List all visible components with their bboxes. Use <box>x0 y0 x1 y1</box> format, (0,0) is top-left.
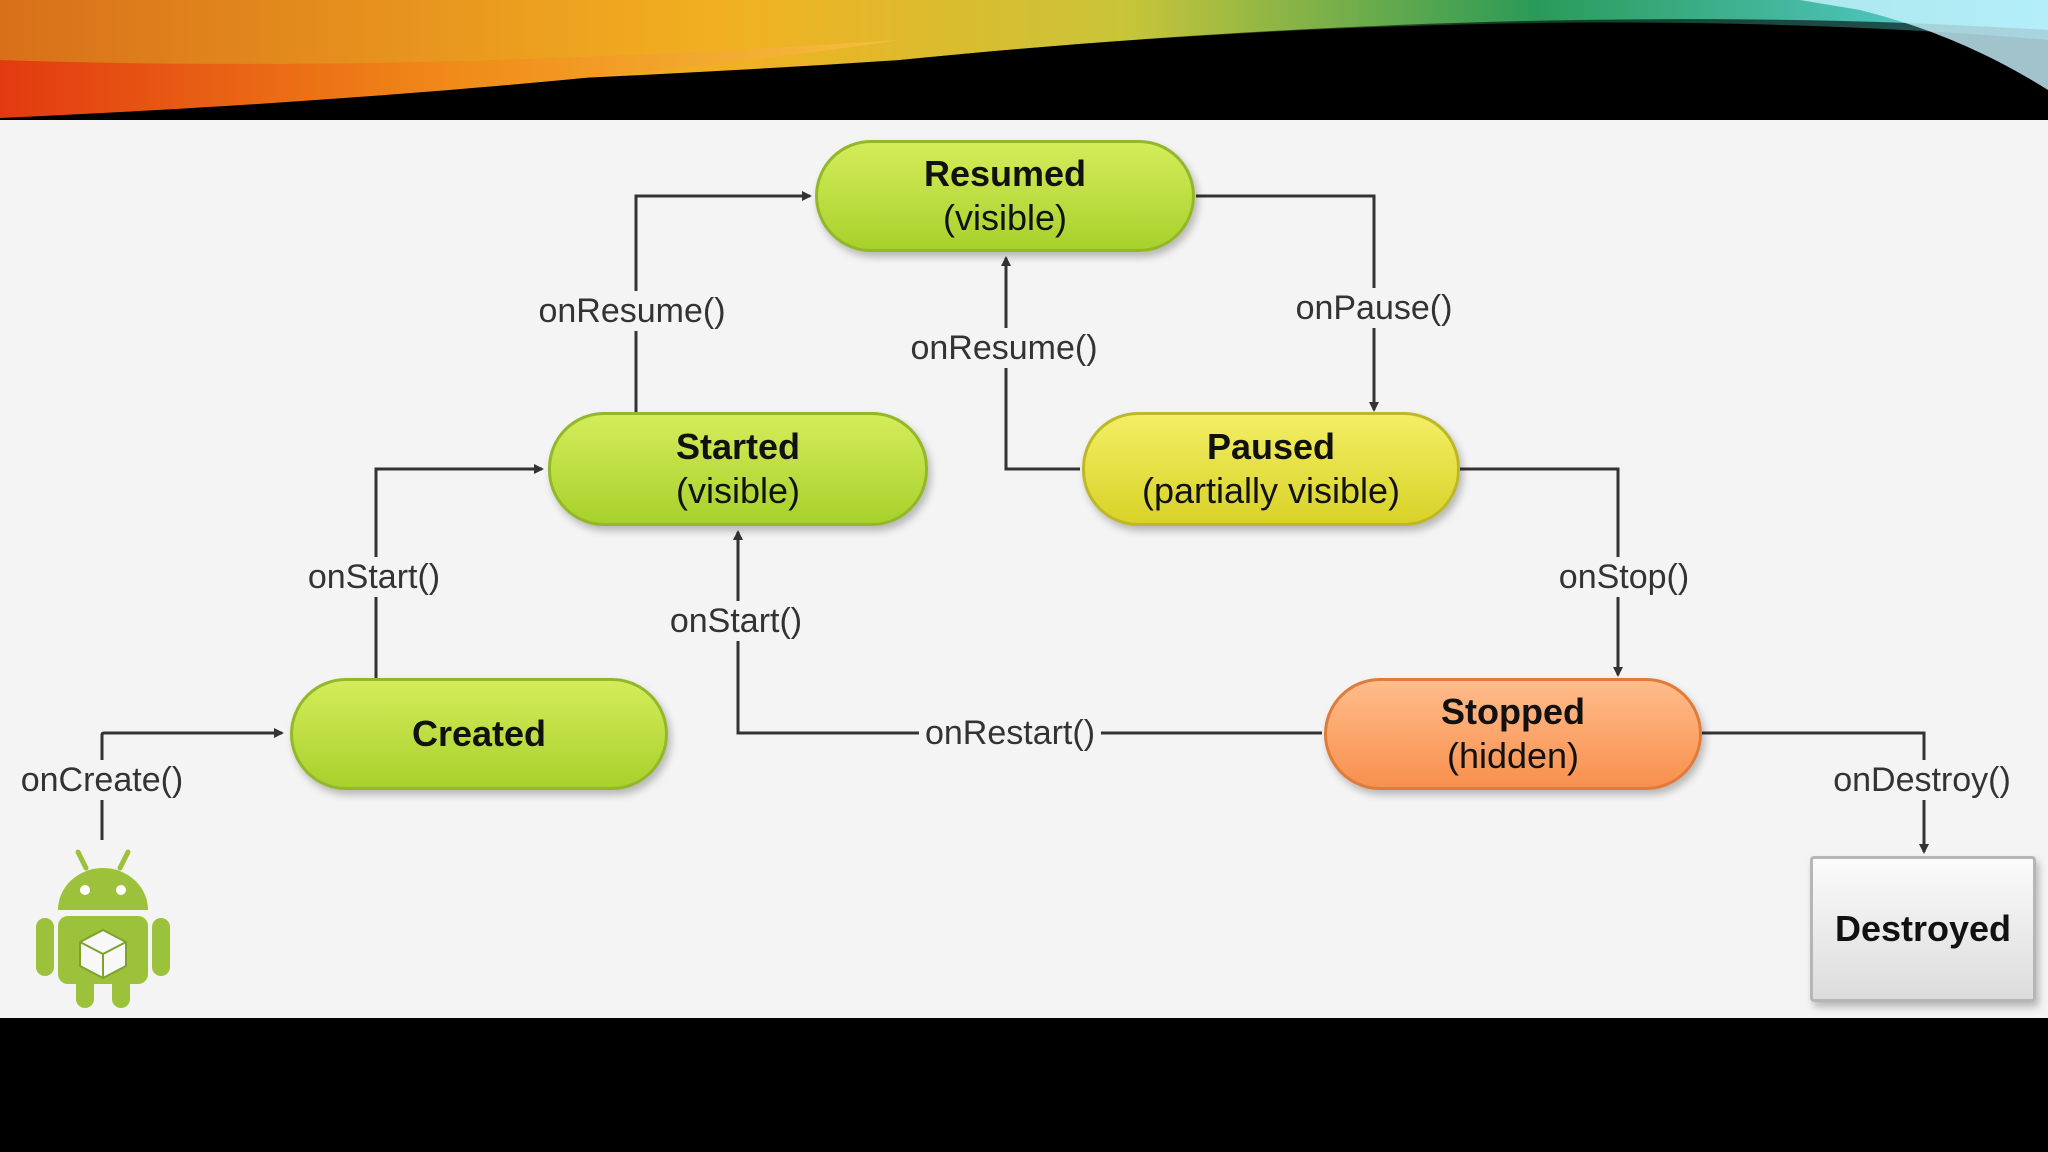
label-onresume-started: onResume() <box>532 291 732 331</box>
state-started: Started (visible) <box>548 412 928 526</box>
android-robot-icon <box>36 849 170 1008</box>
arrow-onstart-created <box>374 464 544 680</box>
arrow-onstop <box>1460 467 1623 677</box>
state-paused-title: Paused <box>1206 426 1336 467</box>
slide-header-banner <box>0 0 2048 120</box>
state-paused: Paused (partially visible) <box>1082 412 1460 526</box>
state-created-title: Created <box>411 713 547 754</box>
arrow-onrestart <box>733 530 1322 735</box>
label-ondestroy: onDestroy() <box>1827 760 2017 800</box>
state-stopped: Stopped (hidden) <box>1324 678 1702 790</box>
state-started-subtitle: (visible) <box>675 470 800 511</box>
state-stopped-title: Stopped <box>1441 691 1585 732</box>
state-resumed: Resumed (visible) <box>815 140 1195 252</box>
state-stopped-subtitle: (hidden) <box>1446 735 1580 776</box>
label-onpause: onPause() <box>1289 288 1459 328</box>
arrow-ondestroy <box>1702 731 1929 854</box>
lifecycle-diagram-area: Resumed (visible) Started (visible) Paus… <box>0 120 2048 1018</box>
state-destroyed: Destroyed <box>1810 856 2036 1002</box>
label-onstop: onStop() <box>1552 557 1696 597</box>
state-resumed-title: Resumed <box>923 153 1087 194</box>
label-onstart-created: onStart() <box>301 557 447 597</box>
state-paused-subtitle: (partially visible) <box>1141 470 1401 511</box>
arrow-onpause <box>1196 194 1379 412</box>
label-onstart-restart: onStart() <box>663 601 809 641</box>
state-created: Created <box>290 678 668 790</box>
transition-arrows <box>100 191 1929 854</box>
arrow-oncreate <box>100 728 284 840</box>
arrow-onresume-started <box>634 191 812 415</box>
label-onrestart: onRestart() <box>918 713 1102 753</box>
label-oncreate: onCreate() <box>14 760 190 800</box>
label-onresume-paused: onResume() <box>904 328 1104 368</box>
state-resumed-subtitle: (visible) <box>942 197 1067 238</box>
state-destroyed-title: Destroyed <box>1834 908 2012 949</box>
state-started-title: Started <box>675 426 801 467</box>
